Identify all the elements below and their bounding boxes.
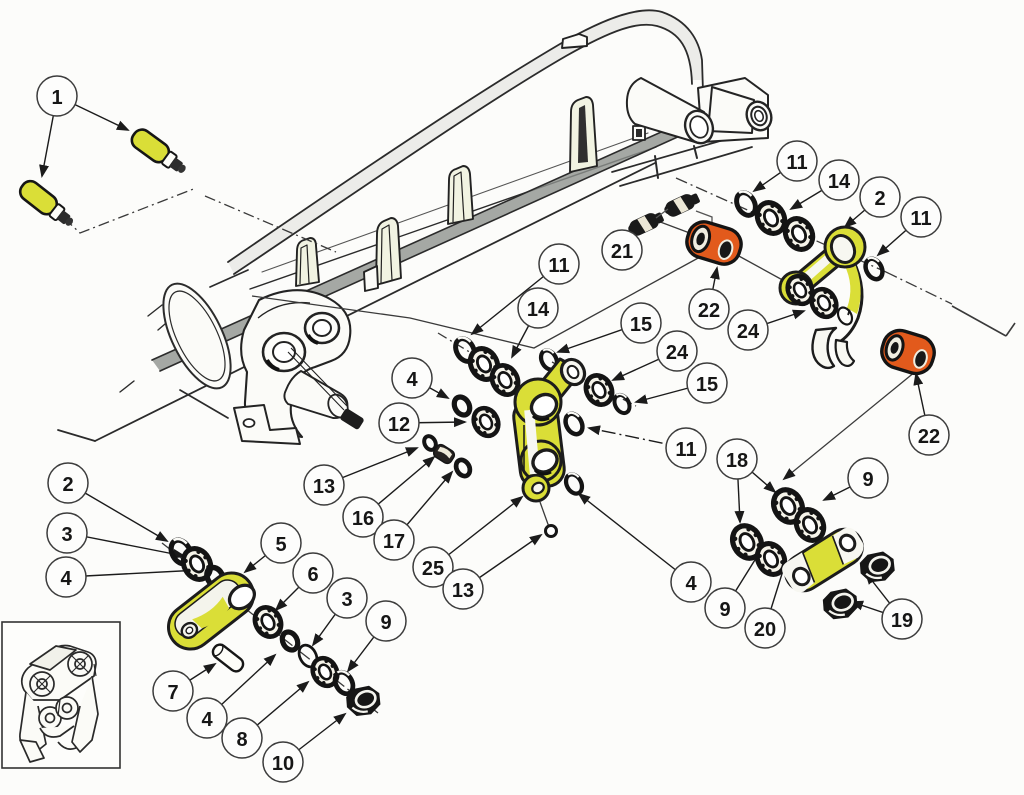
svg-text:1: 1 [51,87,62,109]
svg-text:9: 9 [719,599,730,621]
svg-text:11: 11 [548,255,569,277]
svg-text:9: 9 [862,469,873,491]
svg-text:17: 17 [383,531,405,553]
svg-text:14: 14 [527,299,550,321]
svg-text:8: 8 [236,729,247,751]
svg-text:11: 11 [786,152,807,174]
svg-text:4: 4 [406,369,418,391]
svg-text:3: 3 [341,589,352,611]
svg-text:6: 6 [307,564,318,586]
svg-text:11: 11 [910,208,931,230]
svg-text:24: 24 [666,342,689,364]
svg-text:2: 2 [62,474,73,496]
svg-text:22: 22 [698,300,720,322]
svg-text:25: 25 [422,558,444,580]
svg-text:3: 3 [61,524,72,546]
svg-text:15: 15 [630,314,652,336]
svg-text:16: 16 [352,508,374,530]
svg-text:9: 9 [380,612,391,634]
svg-text:14: 14 [828,171,851,193]
svg-text:2: 2 [874,188,885,210]
svg-text:12: 12 [388,414,410,436]
svg-text:7: 7 [167,682,178,704]
svg-text:19: 19 [891,610,913,632]
svg-text:4: 4 [60,568,72,590]
svg-text:15: 15 [696,374,718,396]
svg-text:22: 22 [918,426,940,448]
svg-text:5: 5 [275,534,286,556]
svg-text:13: 13 [452,580,474,602]
svg-text:21: 21 [611,241,633,263]
svg-text:4: 4 [201,709,213,731]
svg-text:24: 24 [737,321,760,343]
svg-text:20: 20 [754,619,776,641]
svg-text:10: 10 [272,753,294,775]
svg-text:18: 18 [726,450,748,472]
svg-text:4: 4 [685,573,697,595]
svg-text:11: 11 [675,439,696,461]
svg-text:13: 13 [313,476,335,498]
